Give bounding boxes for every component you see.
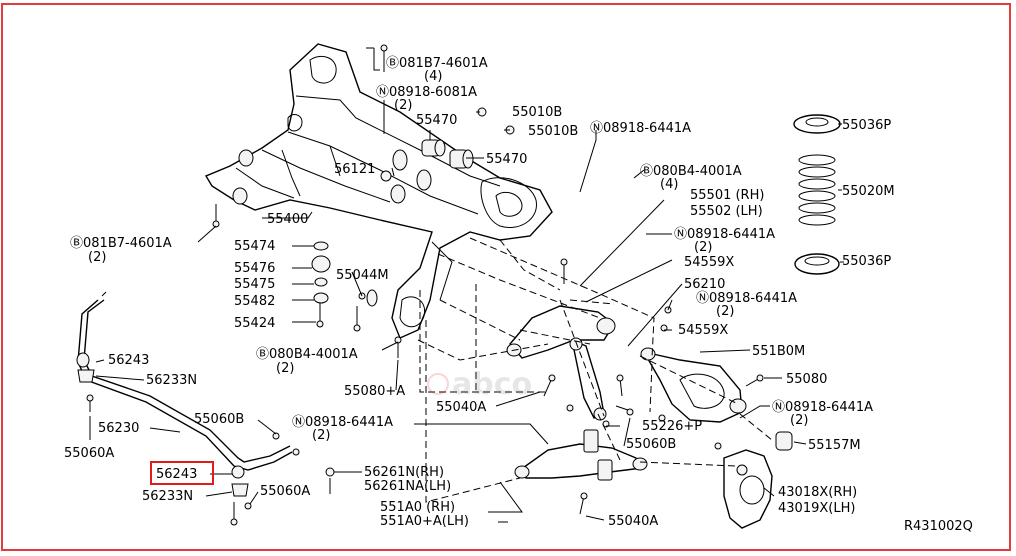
label-081B7-4601A-left-qty: (2) [88,250,106,265]
label-080B4-4001A-mid-qty: (2) [276,361,294,376]
label-551A0[interactable]: 551A0 (RH) [380,500,455,515]
label-56210[interactable]: 56210 [684,277,725,292]
label-56121[interactable]: 56121 [334,162,375,177]
label-55044M[interactable]: 55044M [336,268,389,283]
label-54559X-b[interactable]: 54559X [678,323,728,338]
label-081B7-4601A-left[interactable]: Ⓑ081B7-4601A [70,236,172,251]
spring-drawing [793,114,841,275]
label-55040A-a[interactable]: 55040A [436,400,486,415]
label-55474[interactable]: 55474 [234,239,275,254]
diagram-ref-code: R431002Q [904,519,973,534]
label-55476[interactable]: 55476 [234,261,275,276]
label-08918-6081A[interactable]: Ⓝ08918-6081A [376,85,477,100]
label-55060B-b[interactable]: 55060B [626,437,676,452]
label-55482[interactable]: 55482 [234,294,275,309]
fastener-drawings [86,44,764,526]
stabilizer-bar-drawing [76,291,293,497]
label-081B7-4601A-top[interactable]: Ⓑ081B7-4601A [386,56,488,71]
label-08918-6441A-top[interactable]: Ⓝ08918-6441A [590,121,691,136]
label-080B4-4001A-top[interactable]: Ⓑ080B4-4001A [640,164,742,179]
label-08918-6441A-r2-qty: (2) [716,304,734,319]
label-080B4-4001A-mid[interactable]: Ⓑ080B4-4001A [256,347,358,362]
label-081B7-4601A-top-qty: (4) [424,69,442,84]
subframe-drawing [204,43,553,339]
label-55040A-b[interactable]: 55040A [608,514,658,529]
label-55501[interactable]: 55501 (RH) [690,188,764,203]
label-551B0M[interactable]: 551B0M [752,344,805,359]
watermark-text: abco [452,367,532,402]
label-08918-6441A-mid[interactable]: Ⓝ08918-6441A [292,415,393,430]
label-55502[interactable]: 55502 (LH) [690,204,763,219]
dashed-reference-lines [417,237,773,503]
label-08918-6441A-r1-qty: (2) [694,240,712,255]
label-55080[interactable]: 55080 [786,372,827,387]
label-55020M[interactable]: 55020M [842,184,895,199]
label-55475[interactable]: 55475 [234,277,275,292]
label-43018X[interactable]: 43018X(RH) [778,485,857,500]
label-55226P[interactable]: 55226+P [642,419,702,434]
label-08918-6081A-qty: (2) [394,98,412,113]
label-55157M[interactable]: 55157M [808,438,861,453]
label-55470-a[interactable]: 55470 [416,113,457,128]
label-54559X-a[interactable]: 54559X [684,255,734,270]
label-55060A-a[interactable]: 55060A [64,446,114,461]
label-55080A[interactable]: 55080+A [344,384,405,399]
label-08918-6441A-r3[interactable]: Ⓝ08918-6441A [772,400,873,415]
label-55036P-bottom[interactable]: 55036P [842,254,891,269]
knuckle-drawing [723,449,773,529]
label-56243-b[interactable]: 56243 [156,467,197,482]
highlight-box-56243 [150,461,214,485]
label-080B4-4001A-top-qty: (4) [660,177,678,192]
label-08918-6441A-mid-qty: (2) [312,428,330,443]
label-56261N[interactable]: 56261N(RH) [364,465,444,480]
label-56230[interactable]: 56230 [98,421,139,436]
label-08918-6441A-r1[interactable]: Ⓝ08918-6441A [674,227,775,242]
watermark: abco [427,367,532,402]
highlight-frame [1,3,1011,551]
label-43019X[interactable]: 43019X(LH) [778,501,855,516]
label-551A0A[interactable]: 551A0+A(LH) [380,514,469,529]
label-56233N-b[interactable]: 56233N [142,489,193,504]
upper-link-drawings [506,305,616,421]
label-55010B-b[interactable]: 55010B [528,124,578,139]
part-labels: Ⓑ081B7-4601A (4) Ⓝ08918-6081A (2) 55010B… [64,56,973,534]
label-55060A-b[interactable]: 55060A [260,484,310,499]
label-55060B-a[interactable]: 55060B [194,412,244,427]
label-55036P-top[interactable]: 55036P [842,118,891,133]
label-56261NA[interactable]: 56261NA(LH) [364,479,451,494]
label-55470-b[interactable]: 55470 [486,152,527,167]
label-56243-a[interactable]: 56243 [108,353,149,368]
label-08918-6441A-r3-qty: (2) [790,413,808,428]
label-55400[interactable]: 55400 [267,212,308,227]
label-56233N-a[interactable]: 56233N [146,373,197,388]
lower-link-drawing [514,429,648,481]
label-55010B-a[interactable]: 55010B [512,105,562,120]
label-08918-6441A-r2[interactable]: Ⓝ08918-6441A [696,291,797,306]
label-55424[interactable]: 55424 [234,316,275,331]
lower-arm-drawing [640,347,793,451]
leader-lines [89,47,844,523]
